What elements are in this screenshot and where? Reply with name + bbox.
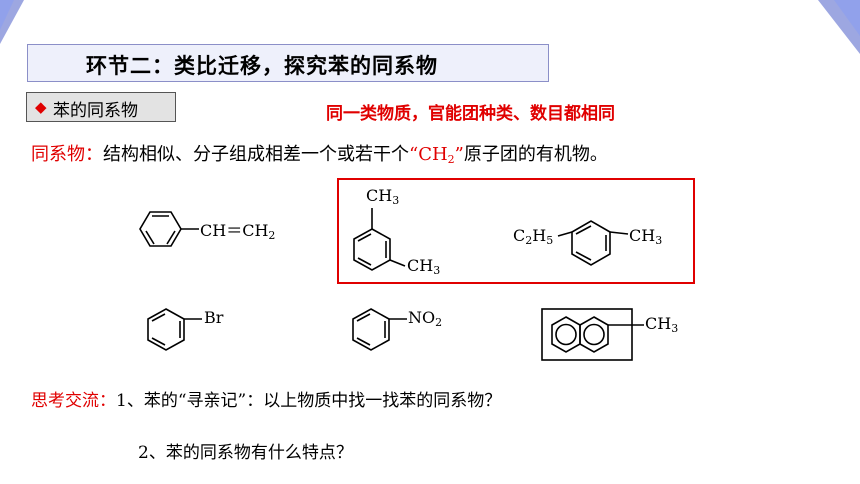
- styrene-ring: [139, 211, 199, 247]
- title-banner: 环节二：类比迁移，探究苯的同系物: [27, 44, 549, 82]
- definition-text-after: 原子团的有机物。: [463, 144, 608, 165]
- definition-term: 同系物：: [31, 144, 103, 165]
- corner-decoration-left: [0, 0, 24, 44]
- discussion-question-2: 2、苯的同系物有什么特点？: [138, 438, 353, 463]
- ethyltoluene-ring: [557, 220, 629, 266]
- diamond-icon: ◆: [35, 98, 47, 116]
- ethyl-group-label: C2H5: [513, 226, 554, 247]
- ethyltoluene-methyl-label: CH3: [629, 226, 663, 247]
- styrene-label: CH＝CH2: [200, 221, 276, 242]
- nitrobenzene-label: NO2: [408, 308, 443, 329]
- discussion-question-1: 思考交流：1、苯的“寻亲记”：以上物质中找一找苯的同系物？: [31, 386, 501, 411]
- section-tag-label: 苯的同系物: [53, 101, 138, 121]
- corner-decoration-right: [818, 0, 860, 54]
- section-tag: ◆ 苯的同系物: [26, 92, 176, 122]
- definition-quote-close: ”: [454, 144, 464, 165]
- bromobenzene-label: Br: [204, 308, 224, 327]
- definition-text-before: 结构相似、分子组成相差一个或若干个: [103, 144, 409, 165]
- toluene-top-label: CH3: [366, 186, 400, 207]
- definition-quote-open: “CH: [409, 144, 448, 165]
- toluene-ring: [353, 208, 406, 271]
- homolog-highlight-box: [337, 178, 695, 284]
- bromobenzene-ring: [147, 308, 202, 351]
- discussion-label: 思考交流：: [31, 391, 116, 411]
- definition-quote-sub: 2: [447, 153, 455, 166]
- question-2-text: 2、苯的同系物有什么特点？: [138, 443, 353, 463]
- page-title: 环节二：类比迁移，探究苯的同系物: [86, 54, 438, 78]
- methylnaphthalene-label: CH3: [645, 314, 679, 335]
- toluene-bottom-label: CH3: [407, 256, 441, 277]
- naphthalene-structure: [541, 308, 644, 361]
- red-note: 同一类物质，官能团种类、数目都相同: [326, 104, 615, 124]
- definition-line: 同系物：结构相似、分子组成相差一个或若干个“CH2”原子团的有机物。: [31, 140, 608, 166]
- nitrobenzene-ring: [352, 308, 407, 351]
- question-1-text: 1、苯的“寻亲记”：以上物质中找一找苯的同系物？: [116, 391, 502, 411]
